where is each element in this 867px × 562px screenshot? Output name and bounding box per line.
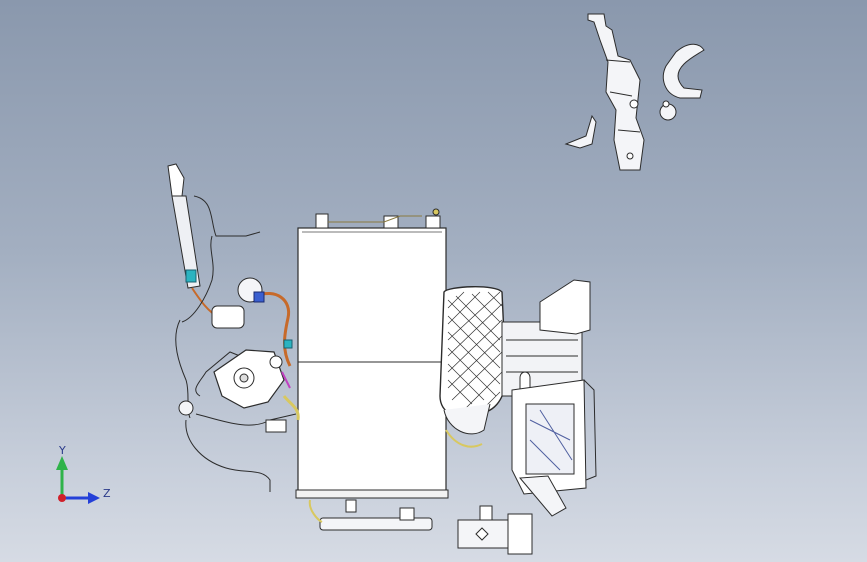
pipe-part[interactable] — [659, 43, 705, 121]
pump-component[interactable] — [178, 277, 300, 421]
bottom-tube[interactable] — [308, 499, 433, 531]
main-housing[interactable] — [295, 208, 449, 499]
blower-unit[interactable] — [439, 279, 597, 517]
z-axis-label: Z — [103, 487, 111, 500]
coordinate-triad: Y Z — [56, 444, 111, 504]
clip-part[interactable] — [564, 114, 597, 149]
left-hose-assembly[interactable] — [167, 163, 297, 492]
y-axis-label: Y — [58, 444, 66, 457]
small-motor[interactable] — [457, 505, 533, 555]
bracket-part[interactable] — [587, 13, 645, 171]
